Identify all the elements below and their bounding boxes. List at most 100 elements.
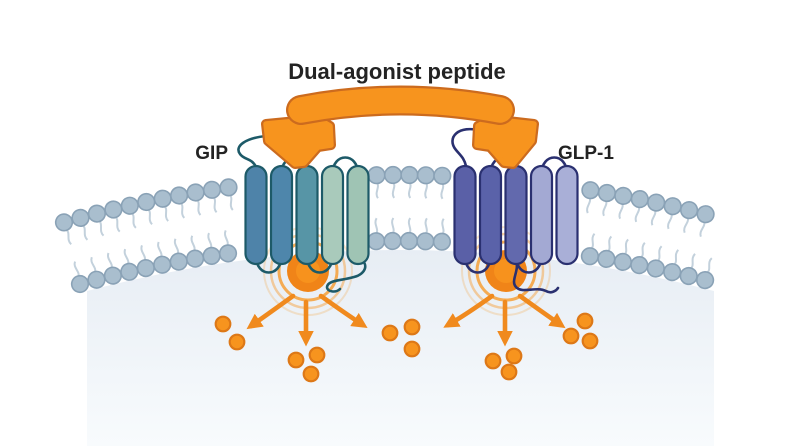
lipid-tail [157, 241, 163, 259]
dot-cluster-left-of-gip [214, 315, 246, 351]
lipid-tail [618, 202, 624, 220]
lipid-head [696, 205, 715, 224]
lipid-head [695, 271, 715, 290]
transmembrane-helix [244, 164, 268, 266]
lipid-molecule [120, 196, 139, 229]
lipid-molecule [696, 205, 715, 238]
lipid-tail [106, 252, 113, 270]
n-terminus [451, 128, 484, 168]
glp1-receptor-label: GLP-1 [558, 143, 614, 164]
lipid-tail [586, 196, 592, 214]
signal-dot [403, 340, 421, 358]
lipid-tail [699, 220, 706, 238]
lipid-head [581, 181, 600, 200]
c-terminus [325, 256, 367, 293]
lipid-head [399, 231, 419, 251]
lipid-head [416, 232, 435, 251]
lipid-tail [374, 217, 379, 235]
lipid-tail [602, 199, 608, 217]
lipid-tail [65, 228, 72, 246]
signal-arrow [246, 293, 296, 330]
lipid-head [400, 165, 419, 185]
lipid-molecule [202, 232, 221, 265]
glow-core-inner [296, 259, 320, 283]
lipid-head [383, 165, 403, 185]
gip-receptor-label: GIP [195, 143, 228, 164]
lipid-tail [424, 181, 428, 199]
lipid-molecule [219, 178, 238, 211]
lipid-molecule [383, 165, 403, 199]
lipid-head [103, 266, 123, 285]
lipid-head [54, 213, 74, 232]
lipid-bilayer-membrane [54, 165, 715, 294]
signal-dot [562, 327, 580, 345]
lipid-molecule [433, 166, 452, 200]
lipid-head [663, 263, 682, 282]
transmembrane-helix [504, 164, 528, 266]
lipid-head [432, 232, 451, 251]
lipid-tail [634, 205, 641, 223]
lipid-tail [130, 211, 137, 229]
connector-fill [474, 116, 537, 167]
transmembrane-helix [320, 164, 345, 266]
lipid-tail [441, 218, 445, 236]
lipid-tail [114, 215, 121, 233]
lipid-tail [667, 212, 673, 230]
cytoplasm-region [87, 250, 714, 446]
signal-dot-layer [214, 312, 599, 383]
lipid-tail [424, 217, 428, 235]
lipid-tail [639, 242, 646, 260]
transmembrane-helix [529, 164, 554, 266]
lipid-head [137, 192, 156, 212]
dual-agonist-peptide-shape [261, 85, 539, 169]
lipid-head [416, 166, 435, 185]
transmembrane-helix [295, 164, 319, 266]
lipid-molecule [367, 166, 386, 199]
lipid-molecule [186, 183, 205, 216]
lipid-head [597, 249, 616, 268]
lipid-molecule [400, 165, 419, 199]
lipid-tail [375, 181, 379, 199]
lipid-molecule [679, 201, 699, 234]
lipid-molecule [663, 249, 682, 282]
glp1-receptor [451, 128, 579, 294]
lipid-tail [190, 235, 196, 253]
receptor-layer [237, 128, 579, 294]
lipid-head [613, 252, 633, 271]
lipid-tail [683, 216, 690, 234]
lipid-head [367, 232, 386, 251]
lipid-tail [391, 217, 395, 235]
lipid-tail [81, 223, 89, 241]
dot-cluster-center [381, 318, 421, 358]
lipid-head [202, 246, 221, 265]
lipid-head [153, 189, 172, 208]
lipid-molecule [153, 189, 172, 222]
signal-dot [403, 318, 421, 336]
lipid-head [170, 186, 189, 205]
lipid-head [383, 231, 402, 251]
lipid-tail [606, 235, 613, 253]
lipid-head [580, 247, 600, 266]
lipid-molecule [580, 232, 600, 266]
connector-fill [263, 116, 334, 167]
lipid-head [186, 183, 205, 202]
c-terminus [512, 256, 560, 294]
lipid-molecule [399, 217, 419, 251]
signal-dot [484, 352, 502, 370]
dot-cluster-below-gip [287, 346, 326, 383]
lipid-tail [212, 195, 218, 214]
lipid-tail [224, 230, 229, 247]
signal-dot [214, 315, 232, 333]
peptide-bar [288, 87, 513, 123]
lipid-head [647, 193, 666, 212]
lipid-molecule [416, 217, 435, 251]
lipid-molecule [663, 197, 682, 230]
gip-binding-connector [261, 114, 336, 169]
lipid-tail [689, 253, 696, 270]
lipid-tail [207, 232, 213, 250]
lipid-tail [391, 181, 396, 199]
lipid-head [614, 186, 633, 205]
signal-dot [302, 365, 320, 383]
lipid-head [186, 249, 205, 268]
